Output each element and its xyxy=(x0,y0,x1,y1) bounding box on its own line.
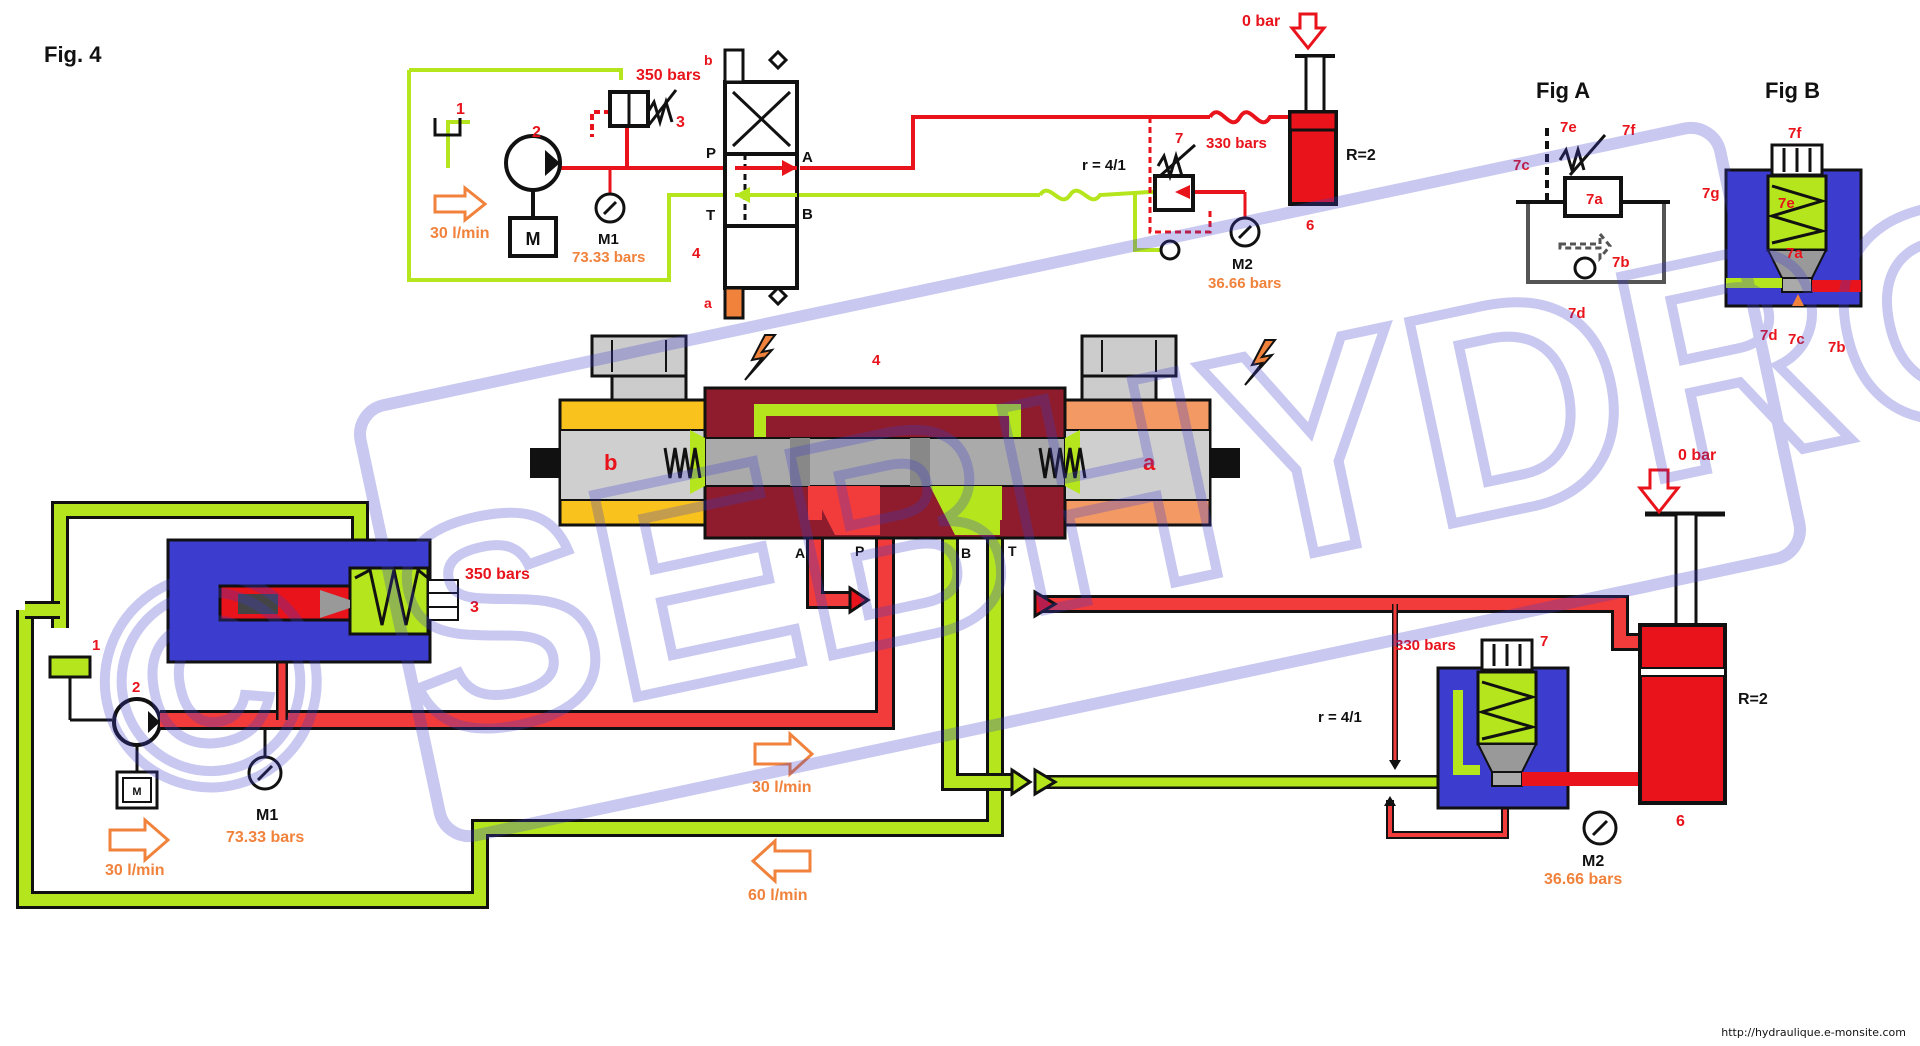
fig-b-7a: 7a xyxy=(1786,245,1803,262)
port-t-label: T xyxy=(706,207,715,224)
cut-cb-ratio: r = 4/1 xyxy=(1318,709,1362,726)
m2-pressure: 36.66 bars xyxy=(1208,275,1281,292)
counterbalance-valve-symbol: 7 r = 4/1 330 bars xyxy=(1082,130,1267,261)
cut-load-arrow-icon xyxy=(1636,468,1682,515)
fig-b-title: Fig B xyxy=(1765,78,1820,103)
fig-a-7b: 7b xyxy=(1612,254,1630,271)
relief-pressure: 350 bars xyxy=(636,67,701,84)
cut-sol-a-label: a xyxy=(1143,450,1156,475)
cut-pump-flow: 30 l/min xyxy=(105,862,165,879)
relief-number: 3 xyxy=(676,114,685,131)
cut-port-b: B xyxy=(961,545,971,561)
m1-pressure: 73.33 bars xyxy=(572,249,645,266)
solenoid-a-lightning-icon xyxy=(1244,339,1278,386)
cyl-ratio: R=2 xyxy=(1346,147,1376,164)
cyl-load: 0 bar xyxy=(1242,13,1280,30)
cut-cyl-number: 6 xyxy=(1676,813,1685,830)
fig-b-7b: 7b xyxy=(1828,339,1846,356)
fig-a-7f: 7f xyxy=(1622,122,1636,139)
cut-directional-valve: 4 b a A P B T xyxy=(530,334,1278,561)
load-arrow-icon xyxy=(1288,12,1328,51)
fig-b-7g: 7g xyxy=(1702,185,1720,202)
fig-b-7e: 7e xyxy=(1778,195,1795,212)
cut-m1-pressure: 73.33 bars xyxy=(226,829,304,846)
symbolic-circuit: 1 M 2 30 l/min M1 73.33 bars 350 bars 3 xyxy=(407,12,1376,320)
fig-a-7e: 7e xyxy=(1560,119,1577,136)
pump-flow: 30 l/min xyxy=(430,225,490,242)
fig-a-7c: 7c xyxy=(1513,157,1530,174)
cut-cyl-ratio: R=2 xyxy=(1738,691,1768,708)
solenoid-b-lightning-icon xyxy=(744,334,778,381)
cut-counterbalance-valve: 7 330 bars r = 4/1 xyxy=(1318,633,1662,810)
fig-a: Fig A 7e 7f 7c 7a 7b 7d xyxy=(1513,78,1670,322)
valve-number: 4 xyxy=(692,245,701,262)
fig-a-7d: 7d xyxy=(1568,305,1586,322)
cut-relief-pressure: 350 bars xyxy=(465,566,530,583)
port-p-label: P xyxy=(706,145,716,162)
cut-return-flow: 60 l/min xyxy=(748,887,808,904)
cylinder-symbol: 0 bar R=2 6 xyxy=(1242,12,1376,234)
cut-pump-number: 2 xyxy=(132,679,140,696)
port-a-label: A xyxy=(802,149,813,166)
cut-m1-label: M1 xyxy=(256,807,278,824)
port-b-label: B xyxy=(802,206,813,223)
fig-b-7d: 7d xyxy=(1760,327,1778,344)
cut-cb-pressure: 330 bars xyxy=(1395,637,1456,654)
cut-sol-b-label: b xyxy=(604,450,617,475)
directional-valve-symbol: b a P A T B 4 xyxy=(692,48,813,320)
cut-m2-label: M2 xyxy=(1582,853,1604,870)
cut-cylinder: 0 bar R=2 6 xyxy=(1636,447,1768,830)
cut-pressure-flow: 30 l/min xyxy=(752,779,812,796)
cut-valve-number: 4 xyxy=(872,352,881,369)
fig-a-title: Fig A xyxy=(1536,78,1590,103)
cut-relief-number: 3 xyxy=(470,599,479,616)
m2-label: M2 xyxy=(1232,256,1253,273)
cut-pressure-flow-arrow-icon xyxy=(753,730,815,778)
cutaway-circuit: 1 M 2 xyxy=(16,334,1768,909)
flow-arrow-icon xyxy=(433,184,488,224)
cb-pressure: 330 bars xyxy=(1206,135,1267,152)
fig-b: Fig B 7f 7g 7e 7a 7d 7c 7b xyxy=(1702,78,1863,356)
cut-relief-valve: 350 bars 3 xyxy=(166,538,530,664)
cut-pump-flow-arrow-icon xyxy=(108,816,171,864)
cut-tank-number: 1 xyxy=(92,637,100,654)
fig-b-7f: 7f xyxy=(1788,125,1802,142)
motor-symbol xyxy=(508,216,558,258)
footer-url: http://hydraulique.e-monsite.com xyxy=(1721,1026,1906,1039)
pump-number: 2 xyxy=(532,124,541,141)
valve-a-label: a xyxy=(704,295,712,311)
cb-ratio: r = 4/1 xyxy=(1082,157,1126,174)
cut-port-a: A xyxy=(795,545,805,561)
tank-cutaway xyxy=(48,655,92,679)
fig-a-7a: 7a xyxy=(1586,191,1603,208)
cut-motor-label: M xyxy=(132,786,141,798)
figure-title: Fig. 4 xyxy=(44,42,102,67)
cut-m2-pressure: 36.66 bars xyxy=(1544,871,1622,888)
cut-cb-number: 7 xyxy=(1540,633,1548,650)
tank-symbol xyxy=(433,118,462,137)
cut-return-flow-arrow-icon xyxy=(750,837,812,885)
cut-port-p: P xyxy=(855,543,864,559)
valve-b-label: b xyxy=(704,52,713,68)
tank-number: 1 xyxy=(456,101,465,118)
cut-cyl-load: 0 bar xyxy=(1678,447,1716,464)
cut-port-t: T xyxy=(1008,543,1017,559)
cyl-number: 6 xyxy=(1306,217,1314,234)
motor-label: M xyxy=(526,229,541,249)
fig-b-7c: 7c xyxy=(1788,331,1805,348)
cb-number: 7 xyxy=(1175,130,1183,147)
m1-label: M1 xyxy=(598,231,619,248)
